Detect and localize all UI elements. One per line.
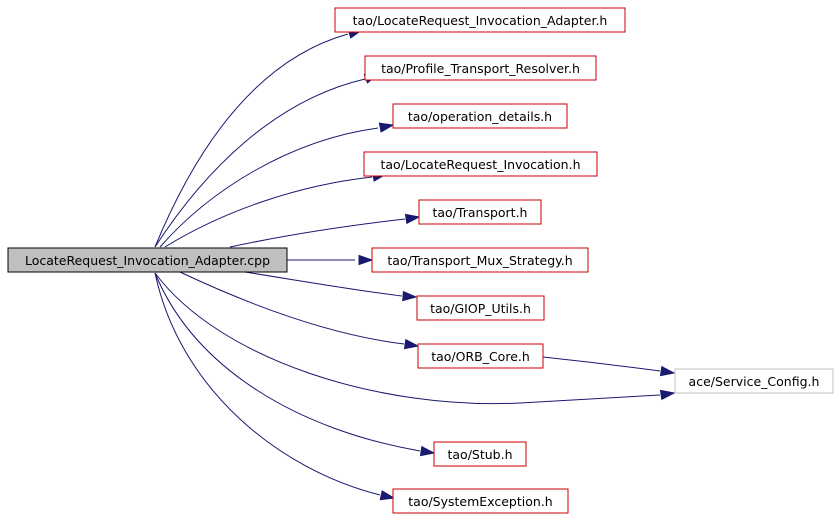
nodes-layer: LocateRequest_Invocation_Adapter.cpp tao… bbox=[7, 7, 834, 514]
arrowhead-root-to-n9 bbox=[659, 389, 676, 401]
node-operation-details-h[interactable]: tao/operation_details.h bbox=[392, 103, 568, 129]
edge-root-to-n7 bbox=[244, 271, 403, 297]
node-label: tao/GIOP_Utils.h bbox=[430, 301, 531, 316]
edge-root-to-n5 bbox=[229, 218, 406, 248]
arrowhead-root-to-n11 bbox=[379, 490, 396, 501]
node-root[interactable]: LocateRequest_Invocation_Adapter.cpp bbox=[7, 247, 288, 273]
arrowhead-root-to-n3 bbox=[378, 122, 395, 133]
node-systemexception-h[interactable]: tao/SystemException.h bbox=[392, 488, 569, 514]
node-label: ace/Service_Config.h bbox=[689, 374, 820, 389]
node-giop-utils-h[interactable]: tao/GIOP_Utils.h bbox=[416, 295, 545, 321]
node-label: tao/LocateRequest_Invocation.h bbox=[381, 157, 581, 172]
arrowhead-root-to-n5 bbox=[404, 213, 421, 225]
edge-root-to-n1 bbox=[154, 33, 349, 248]
node-label: tao/ORB_Core.h bbox=[431, 349, 530, 364]
node-transport-h[interactable]: tao/Transport.h bbox=[418, 199, 542, 225]
node-profile-transport-resolver-h[interactable]: tao/Profile_Transport_Resolver.h bbox=[364, 55, 597, 81]
arrowhead-n8-to-n9 bbox=[659, 365, 676, 377]
arrowhead-root-to-n8 bbox=[403, 338, 420, 350]
node-locaterequest-invocation-adapter-h[interactable]: tao/LocateRequest_Invocation_Adapter.h bbox=[334, 7, 626, 33]
edge-root-to-n11 bbox=[154, 272, 381, 496]
node-label: tao/SystemException.h bbox=[408, 494, 552, 509]
edge-root-to-n9 bbox=[154, 272, 661, 405]
node-label: tao/Profile_Transport_Resolver.h bbox=[381, 61, 580, 76]
edge-root-to-n2 bbox=[154, 78, 366, 248]
edge-root-to-n4 bbox=[164, 176, 373, 248]
edge-n8-to-n9 bbox=[542, 356, 661, 372]
edge-root-to-n10 bbox=[154, 272, 421, 452]
node-label: tao/Stub.h bbox=[447, 447, 512, 462]
node-orb-core-h[interactable]: tao/ORB_Core.h bbox=[417, 343, 544, 369]
node-label: tao/operation_details.h bbox=[408, 109, 552, 124]
node-label: tao/Transport_Mux_Strategy.h bbox=[387, 253, 572, 268]
node-label: tao/Transport.h bbox=[433, 205, 528, 220]
arrowhead-root-to-n7 bbox=[402, 290, 418, 302]
edge-root-to-n3 bbox=[159, 127, 379, 248]
node-transport-mux-strategy-h[interactable]: tao/Transport_Mux_Strategy.h bbox=[371, 247, 589, 273]
node-locaterequest-invocation-h[interactable]: tao/LocateRequest_Invocation.h bbox=[363, 151, 598, 177]
node-service-config-h[interactable]: ace/Service_Config.h bbox=[674, 368, 834, 394]
node-stub-h[interactable]: tao/Stub.h bbox=[433, 441, 527, 467]
node-root-label: LocateRequest_Invocation_Adapter.cpp bbox=[25, 253, 270, 268]
node-label: tao/LocateRequest_Invocation_Adapter.h bbox=[353, 13, 608, 28]
arrowhead-root-to-n10 bbox=[419, 445, 436, 457]
arrowhead-root-to-n6 bbox=[358, 254, 374, 266]
edge-root-to-n8 bbox=[179, 271, 405, 345]
